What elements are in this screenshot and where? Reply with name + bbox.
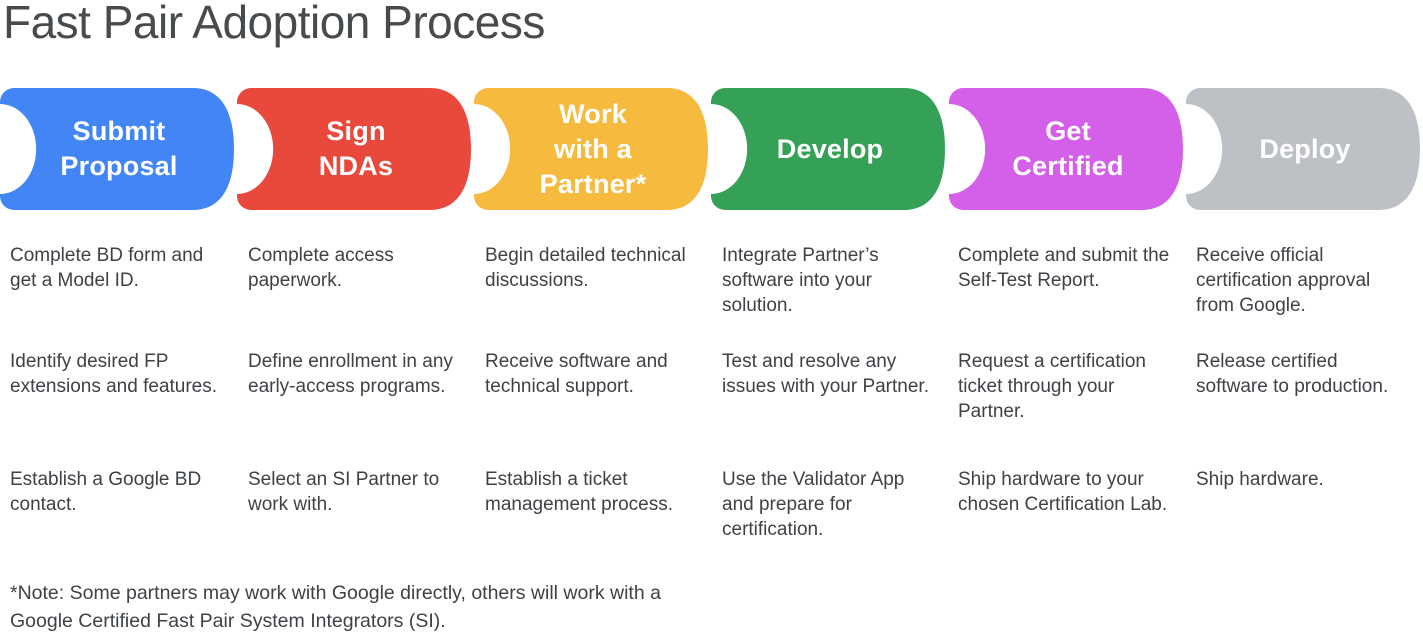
stage-arrow-shape	[949, 88, 1183, 210]
stage-arrow-shape	[474, 88, 708, 210]
stage-item: Integrate Partner’s software into your s…	[722, 245, 879, 316]
stage-get-certified: Get Certified	[949, 88, 1187, 210]
stage-submit-proposal: Submit Proposal	[0, 88, 238, 210]
footnote: *Note: Some partners may work with Googl…	[10, 582, 661, 632]
stage-item: Begin detailed technical discussions.	[485, 245, 686, 291]
stage-label: Develop	[776, 133, 884, 164]
stage-item: Receive software and technical support.	[485, 351, 668, 397]
stage-item: Select an SI Partner to work with.	[248, 469, 440, 515]
stage-arrow-shape	[0, 88, 234, 210]
stage-item: Release certified software to production…	[1196, 351, 1389, 397]
stage-label: Get Certified	[1012, 116, 1124, 181]
page-title: Fast Pair Adoption Process	[3, 0, 545, 48]
stage-arrow-shape	[711, 88, 945, 210]
stage-item: Complete and submit the Self-Test Report…	[958, 245, 1170, 291]
stage-item: Complete access paperwork.	[248, 245, 394, 291]
stage-deploy: Deploy	[1186, 88, 1423, 210]
stage-label: Work with a Partner*	[539, 98, 647, 199]
stage-work-with-partner: Work with a Partner*	[474, 88, 712, 210]
stage-item: Establish a ticket management process.	[485, 469, 673, 515]
stage-label: Deploy	[1259, 133, 1351, 164]
process-stage-band: Submit Proposal Sign NDAs Work with a Pa…	[0, 88, 1423, 210]
stage-label: Submit Proposal	[60, 116, 178, 181]
stage-item: Establish a Google BD contact.	[10, 469, 202, 515]
stage-item: Identify desired FP extensions and featu…	[10, 351, 218, 397]
stage-item: Receive official certification approval …	[1196, 245, 1371, 316]
stage-item: Define enrollment in any early-access pr…	[248, 351, 453, 397]
stage-item: Test and resolve any issues with your Pa…	[722, 351, 929, 397]
stage-sign-ndas: Sign NDAs	[237, 88, 475, 210]
stage-arrow-shape	[237, 88, 471, 210]
stage-develop: Develop	[711, 88, 949, 210]
stage-arrow-shape	[1186, 88, 1420, 210]
stage-item: Request a certification ticket through y…	[958, 351, 1146, 422]
stage-item: Ship hardware.	[1196, 469, 1324, 490]
stage-item: Use the Validator App and prepare for ce…	[722, 469, 905, 540]
stage-item: Ship hardware to your chosen Certificati…	[958, 469, 1168, 515]
stage-label: Sign NDAs	[318, 116, 394, 181]
stage-item: Complete BD form and get a Model ID.	[10, 245, 204, 291]
